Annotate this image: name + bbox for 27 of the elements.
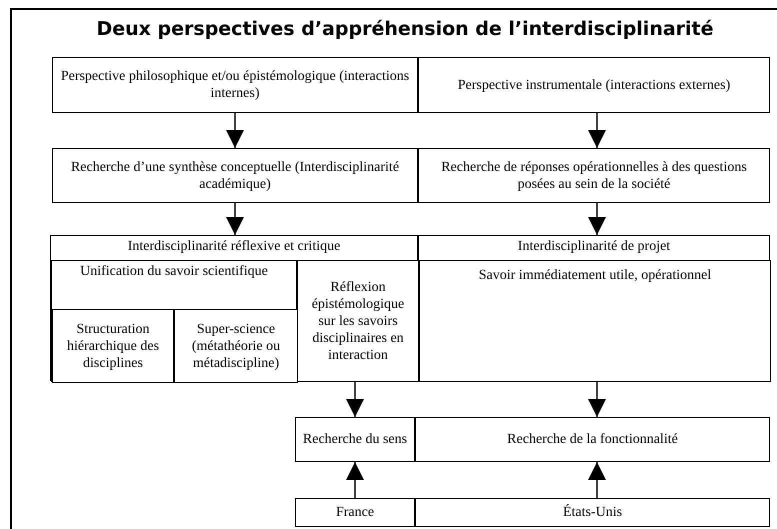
text-box: Recherche d’une synthèse conceptuelle (Interdisciplinarité académique) — [52, 148, 418, 203]
group-heading: Interdisciplinarité réflexive et critique — [128, 238, 340, 256]
text-box: France — [295, 498, 415, 527]
arrow — [226, 203, 244, 235]
text-box: Structuration hiérarchique des disciplines — [52, 309, 174, 383]
arrow — [588, 203, 606, 235]
arrow — [588, 381, 606, 417]
diagram-title: Deux perspectives d’appréhension de l’interdisciplinarité — [95, 18, 715, 40]
group-heading: Interdisciplinarité de projet — [518, 238, 670, 256]
group-box — [50, 235, 418, 381]
group-box — [418, 235, 770, 381]
text-box: Savoir immédiatement utile, opérationnel — [419, 260, 771, 382]
text-box: Perspective philosophique et/ou épistémologique (interactions internes) — [52, 57, 418, 113]
text-box: États-Unis — [415, 498, 770, 527]
arrow — [588, 113, 606, 148]
text-box: Recherche du sens — [295, 417, 415, 462]
text-box: Recherche de réponses opérationnelles à des questions posées au sein de la société — [418, 148, 770, 203]
text-box: Recherche de la fonctionnalité — [415, 417, 770, 462]
text-box: Perspective instrumentale (interactions externes) — [418, 57, 770, 113]
arrow — [588, 462, 606, 498]
group-box — [51, 260, 297, 382]
arrow — [346, 381, 364, 417]
arrow — [346, 462, 364, 498]
text-box: Super-science (métathéorie ou métadiscipline) — [174, 309, 298, 383]
group-heading: Unification du savoir scientifique — [80, 263, 268, 281]
text-box: Réflexion épistémologique sur les savoirs disciplinaires en interaction — [297, 260, 419, 382]
arrow — [226, 113, 244, 148]
